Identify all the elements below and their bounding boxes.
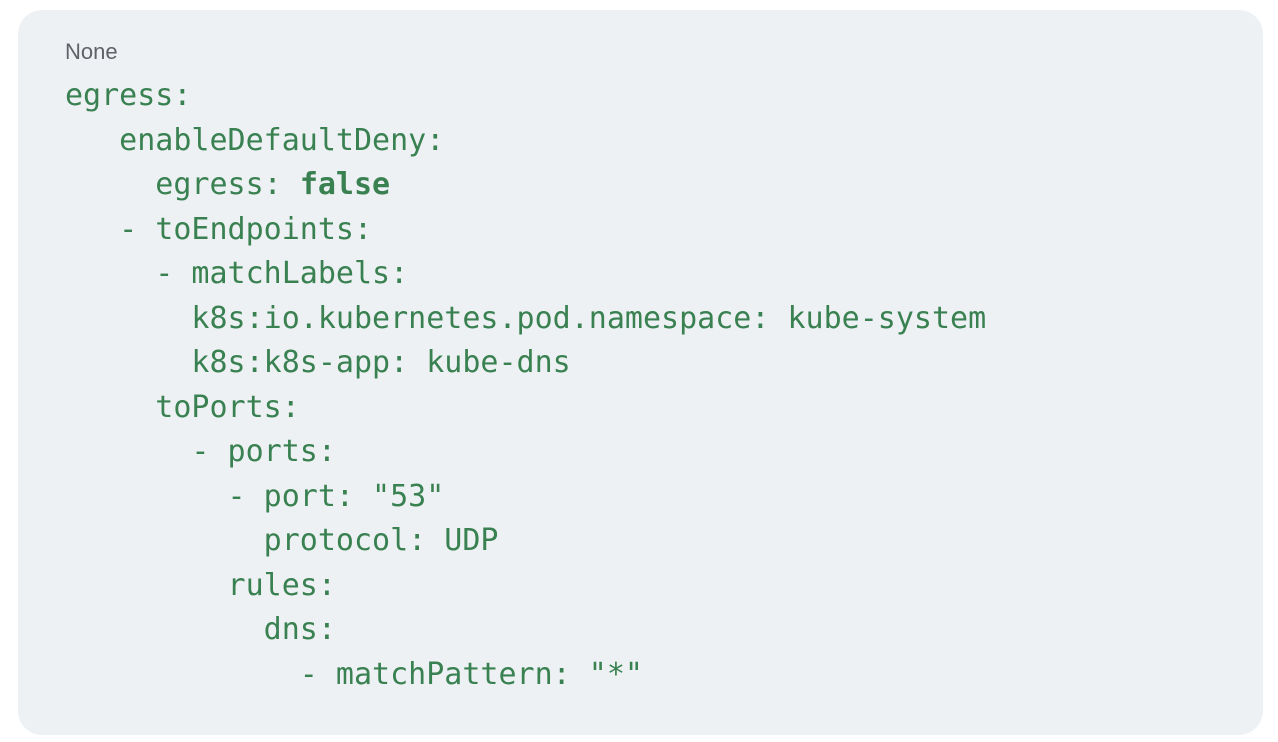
code-line: k8s:io.kubernetes.pod.namespace: kube-sy… <box>65 300 987 336</box>
code-line: toPorts: <box>65 389 300 425</box>
code-line: k8s:k8s-app: kube-dns <box>65 345 571 380</box>
bold-boolean-value: false <box>299 167 391 202</box>
code-line: - matchLabels: <box>65 256 409 291</box>
code-line: - port: "53" <box>65 478 445 514</box>
code-caption: None <box>65 39 118 64</box>
code-line: - ports: <box>65 434 336 469</box>
yaml-code-block: egress: enableDefaultDeny: egress: false… <box>65 74 1233 697</box>
code-sample-card: None egress: enableDefaultDeny: egress: … <box>18 10 1263 735</box>
code-line: protocol: UDP <box>65 523 499 558</box>
code-line: rules: <box>65 567 336 603</box>
code-line: egress: false <box>65 167 391 202</box>
code-line: enableDefaultDeny: <box>65 122 445 158</box>
yaml-code-lines: egress: enableDefaultDeny: egress: false… <box>65 74 1233 697</box>
code-line: dns: <box>65 612 336 647</box>
code-line: egress: <box>65 78 192 113</box>
code-line: - matchPattern: "*" <box>65 656 643 692</box>
code-line: - toEndpoints: <box>65 211 373 247</box>
